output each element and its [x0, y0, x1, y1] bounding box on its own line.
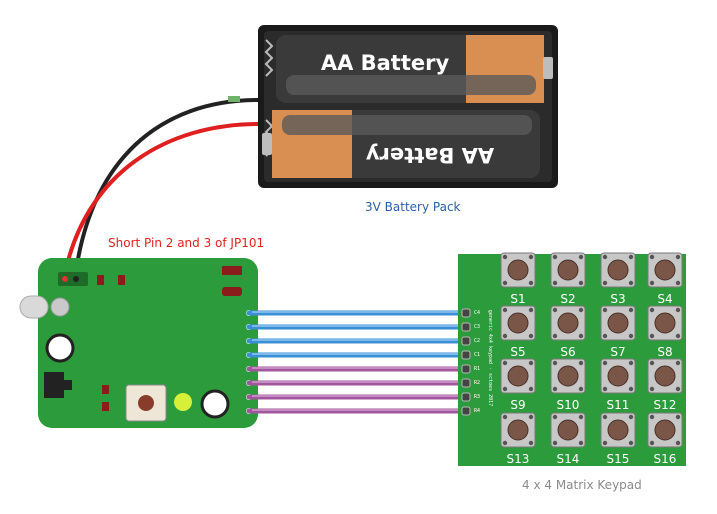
key-cap-s12: [654, 365, 676, 387]
key-label: S1: [510, 292, 526, 306]
key-cap-s14: [557, 419, 579, 441]
keypad-silkscreen: generic 4x4 keypad - sctoes 2017: [487, 309, 493, 407]
key-label: S9: [510, 398, 526, 412]
key-cap-s15: [607, 419, 629, 441]
battery-caption: 3V Battery Pack: [365, 200, 461, 214]
key-cap-s9: [507, 365, 529, 387]
key-label: S6: [560, 345, 576, 359]
pin-label: C2: [474, 338, 481, 344]
keypad-caption: 4 x 4 Matrix Keypad: [522, 478, 642, 492]
battery-cell-top: [276, 35, 553, 103]
battery-label-top: AA Battery: [321, 51, 450, 75]
key-cap-s3: [607, 259, 629, 281]
key-cap-s5: [507, 312, 529, 334]
receiver-board: [19, 258, 258, 428]
pin-label: C3: [474, 324, 481, 330]
key-label: S13: [506, 452, 530, 466]
key-label: S7: [610, 345, 626, 359]
key-cap-s13: [507, 419, 529, 441]
pin-label: R2: [474, 380, 481, 386]
pin-label: R4: [474, 408, 481, 414]
jumper-note: Short Pin 2 and 3 of JP101: [108, 236, 265, 250]
key-label: S10: [556, 398, 580, 412]
pin-label: R3: [474, 394, 481, 400]
battery-label-bottom: AA Battery: [366, 143, 495, 167]
key-cap-s6: [557, 312, 579, 334]
keypad-buttons: [500, 252, 683, 448]
key-label: S4: [657, 292, 673, 306]
key-cap-s8: [654, 312, 676, 334]
ribbon-wires: [246, 310, 469, 414]
wire-ferrule: [228, 96, 240, 102]
ir-receiver: [44, 372, 72, 398]
battery-pack: AA Battery AA Battery: [258, 25, 558, 188]
pin-label: R1: [474, 366, 481, 372]
key-label: S12: [653, 398, 677, 412]
ir-led: [19, 295, 49, 319]
keypad-pin-header: [461, 308, 471, 416]
key-cap-s4: [654, 259, 676, 281]
mount-hole-2: [200, 389, 230, 419]
key-label: S5: [510, 345, 526, 359]
key-cap-s1: [507, 259, 529, 281]
wire-black: [73, 98, 259, 279]
pin-label: C4: [474, 310, 481, 316]
key-cap-s11: [607, 365, 629, 387]
key-label: S2: [560, 292, 576, 306]
key-cap-s16: [654, 419, 676, 441]
status-led: [174, 393, 192, 411]
mount-hole-1: [45, 333, 75, 363]
battery-cell-bottom: [262, 110, 540, 178]
key-label: S3: [610, 292, 626, 306]
wire-red: [62, 122, 259, 279]
key-label: S15: [606, 452, 630, 466]
key-cap-s10: [557, 365, 579, 387]
key-label: S8: [657, 345, 673, 359]
key-cap-s2: [557, 259, 579, 281]
key-label: S14: [556, 452, 580, 466]
pin-label: C1: [474, 352, 481, 358]
key-cap-s7: [607, 312, 629, 334]
key-label: S11: [606, 398, 630, 412]
key-label: S16: [653, 452, 677, 466]
